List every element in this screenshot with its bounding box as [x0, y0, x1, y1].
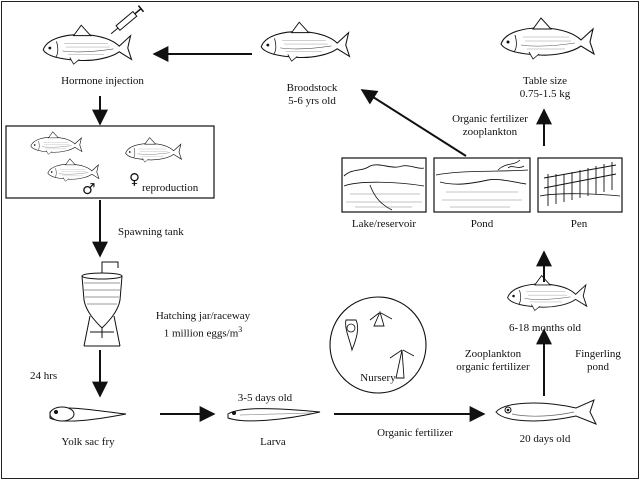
hormone-fish: [42, 5, 145, 65]
broodstock-fish: [260, 21, 351, 62]
arrow-pond-to-broodstock: [360, 89, 467, 157]
org-fert-zoo-line2: zooplankton: [462, 126, 518, 138]
hatching-density-exponent: 3: [238, 325, 243, 334]
months-old-label: 6-18 months old: [508, 322, 582, 334]
nursery-circle: [329, 296, 427, 394]
table-size-weight: 0.75-1.5 kg: [519, 88, 571, 100]
yolk-sac-fry: [49, 406, 127, 422]
pen-label: Pen: [570, 218, 588, 230]
20-days-old-label: 20 days old: [519, 433, 571, 445]
organic-fertilizer-label: Organic fertilizer: [377, 427, 453, 439]
male-symbol: ♂: [82, 180, 96, 198]
reproduction-box: [5, 125, 215, 199]
nursery-label: Nursery: [360, 372, 396, 384]
hatching-label: Hatching jar/raceway 1 million eggs/m3: [128, 310, 278, 341]
reproduction-label: reproduction: [142, 182, 199, 194]
fingerling-line2: pond: [587, 361, 609, 373]
zoo-org-line1: Zooplankton: [464, 348, 522, 360]
hatching-jar: [81, 261, 123, 347]
fingerling-pond-label: Fingerling pond: [558, 348, 638, 374]
broodstock-label: Broodstock 5-6 yrs old: [262, 82, 362, 108]
3-5-days-old-label: 3-5 days old: [237, 392, 293, 404]
larva-label: Larva: [260, 436, 286, 448]
broodstock-age: 5-6 yrs old: [288, 95, 336, 107]
24-hrs-label: 24 hrs: [30, 370, 58, 382]
org-fert-zoo-line1: Organic fertilizer: [452, 113, 528, 125]
fingerling-line1: Fingerling: [575, 348, 621, 360]
broodstock-line1: Broodstock: [286, 82, 338, 94]
table-size-label: Table size 0.75-1.5 kg: [490, 75, 600, 101]
fingerling-fish: [507, 275, 588, 311]
table-size-line1: Table size: [522, 75, 568, 87]
pond-label: Pond: [470, 218, 494, 230]
hatching-density-text: 1 million eggs/m: [163, 327, 239, 340]
yolk-sac-fry-label: Yolk sac fry: [61, 436, 115, 448]
hormone-injection-label: Hormone injection: [61, 75, 144, 87]
spawning-tank-label: Spawning tank: [118, 226, 184, 238]
hatching-density: 1 million eggs/m3: [128, 323, 278, 341]
zooplankton-fertilizer-label: Zooplankton organic fertilizer: [443, 348, 543, 374]
table-size-fish: [500, 17, 595, 60]
pond-panel: [433, 157, 531, 213]
lake-reservoir-panel: [341, 157, 427, 213]
lake-reservoir-label: Lake/reservoir: [351, 218, 417, 230]
hatching-line1: Hatching jar/raceway: [155, 310, 251, 322]
female-symbol: ♀: [129, 170, 140, 188]
zoo-org-line2: organic fertilizer: [456, 361, 530, 373]
organic-fertilizer-zooplankton-label: Organic fertilizer zooplankton: [430, 113, 550, 139]
pen-panel: [537, 157, 623, 213]
larva: [227, 408, 321, 422]
twenty-day-fish: [495, 399, 598, 425]
